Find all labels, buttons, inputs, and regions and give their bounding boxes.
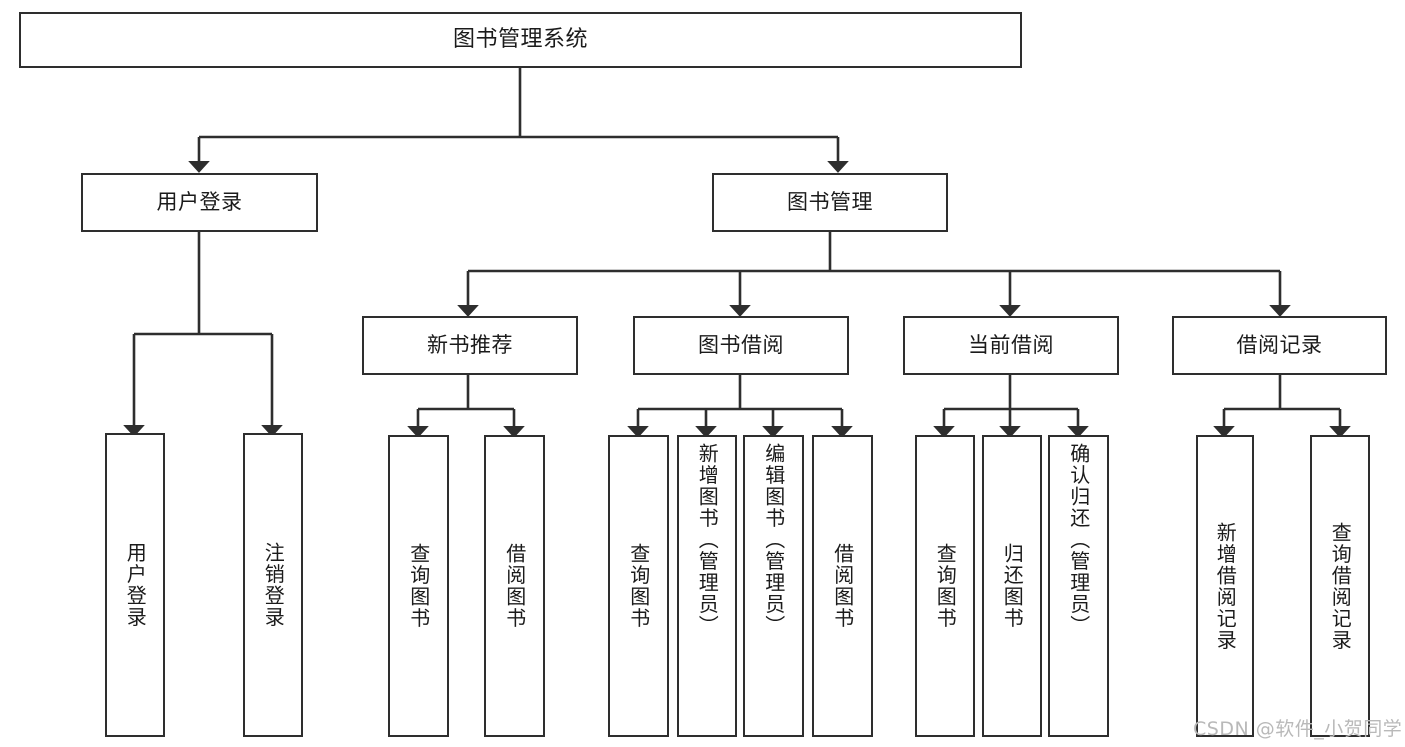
node-current-borrow-label: 当前借阅 <box>968 333 1054 357</box>
node-borrow-record-label: 借阅记录 <box>1236 333 1323 357</box>
node-book-management[interactable]: 图书管理 <box>712 173 948 232</box>
leaf-book-borrow-borrow-book[interactable]: 借阅图书 <box>812 435 873 737</box>
node-user-login[interactable]: 用户登录 <box>81 173 318 232</box>
leaf-current-borrow-query-book[interactable]: 查询图书 <box>915 435 975 737</box>
leaf-current-borrow-return-book[interactable]: 归还图书 <box>982 435 1042 737</box>
leaf-current-borrow-confirm-return[interactable]: 确认归还（管理员） <box>1048 435 1109 737</box>
leaf-book-borrow-query-book-label: 查询图书 <box>626 543 651 629</box>
leaf-book-borrow-add-book[interactable]: 新增图书（管理员） <box>677 435 737 737</box>
leaf-user-login-login-label: 用户登录 <box>123 542 148 628</box>
node-root-system-label: 图书管理系统 <box>452 27 588 52</box>
leaf-new-book-borrow-book[interactable]: 借阅图书 <box>484 435 545 737</box>
leaf-current-borrow-query-book-label: 查询图书 <box>933 543 958 629</box>
node-book-borrow[interactable]: 图书借阅 <box>633 316 849 375</box>
leaf-book-borrow-edit-book[interactable]: 编辑图书（管理员） <box>743 435 804 737</box>
leaf-new-book-query-book-label: 查询图书 <box>406 543 431 629</box>
leaf-new-book-query-book[interactable]: 查询图书 <box>388 435 449 737</box>
leaf-user-login-logout-label: 注销登录 <box>261 542 286 628</box>
leaf-user-login-logout[interactable]: 注销登录 <box>243 433 303 737</box>
node-new-book-recommend-label: 新书推荐 <box>427 333 513 357</box>
leaf-book-borrow-borrow-book-label: 借阅图书 <box>830 543 855 629</box>
leaf-book-borrow-query-book[interactable]: 查询图书 <box>608 435 669 737</box>
leaf-borrow-record-query-record[interactable]: 查询借阅记录 <box>1310 435 1370 737</box>
node-borrow-record[interactable]: 借阅记录 <box>1172 316 1387 375</box>
leaf-book-borrow-edit-book-label: 编辑图书（管理员） <box>761 443 786 637</box>
leaf-current-borrow-confirm-return-label: 确认归还（管理员） <box>1066 443 1091 637</box>
leaf-new-book-borrow-book-label: 借阅图书 <box>502 543 527 629</box>
node-book-borrow-label: 图书借阅 <box>698 333 784 357</box>
leaf-current-borrow-return-book-label: 归还图书 <box>1000 543 1025 629</box>
leaf-book-borrow-add-book-label: 新增图书（管理员） <box>695 443 720 637</box>
leaf-user-login-login[interactable]: 用户登录 <box>105 433 165 737</box>
node-new-book-recommend[interactable]: 新书推荐 <box>362 316 578 375</box>
leaf-borrow-record-query-record-label: 查询借阅记录 <box>1328 521 1353 651</box>
node-user-login-label: 用户登录 <box>156 190 243 214</box>
node-root-system[interactable]: 图书管理系统 <box>19 12 1022 68</box>
leaf-borrow-record-add-record-label: 新增借阅记录 <box>1213 521 1238 651</box>
node-book-management-label: 图书管理 <box>787 190 873 214</box>
leaf-borrow-record-add-record[interactable]: 新增借阅记录 <box>1196 435 1254 737</box>
node-current-borrow[interactable]: 当前借阅 <box>903 316 1119 375</box>
